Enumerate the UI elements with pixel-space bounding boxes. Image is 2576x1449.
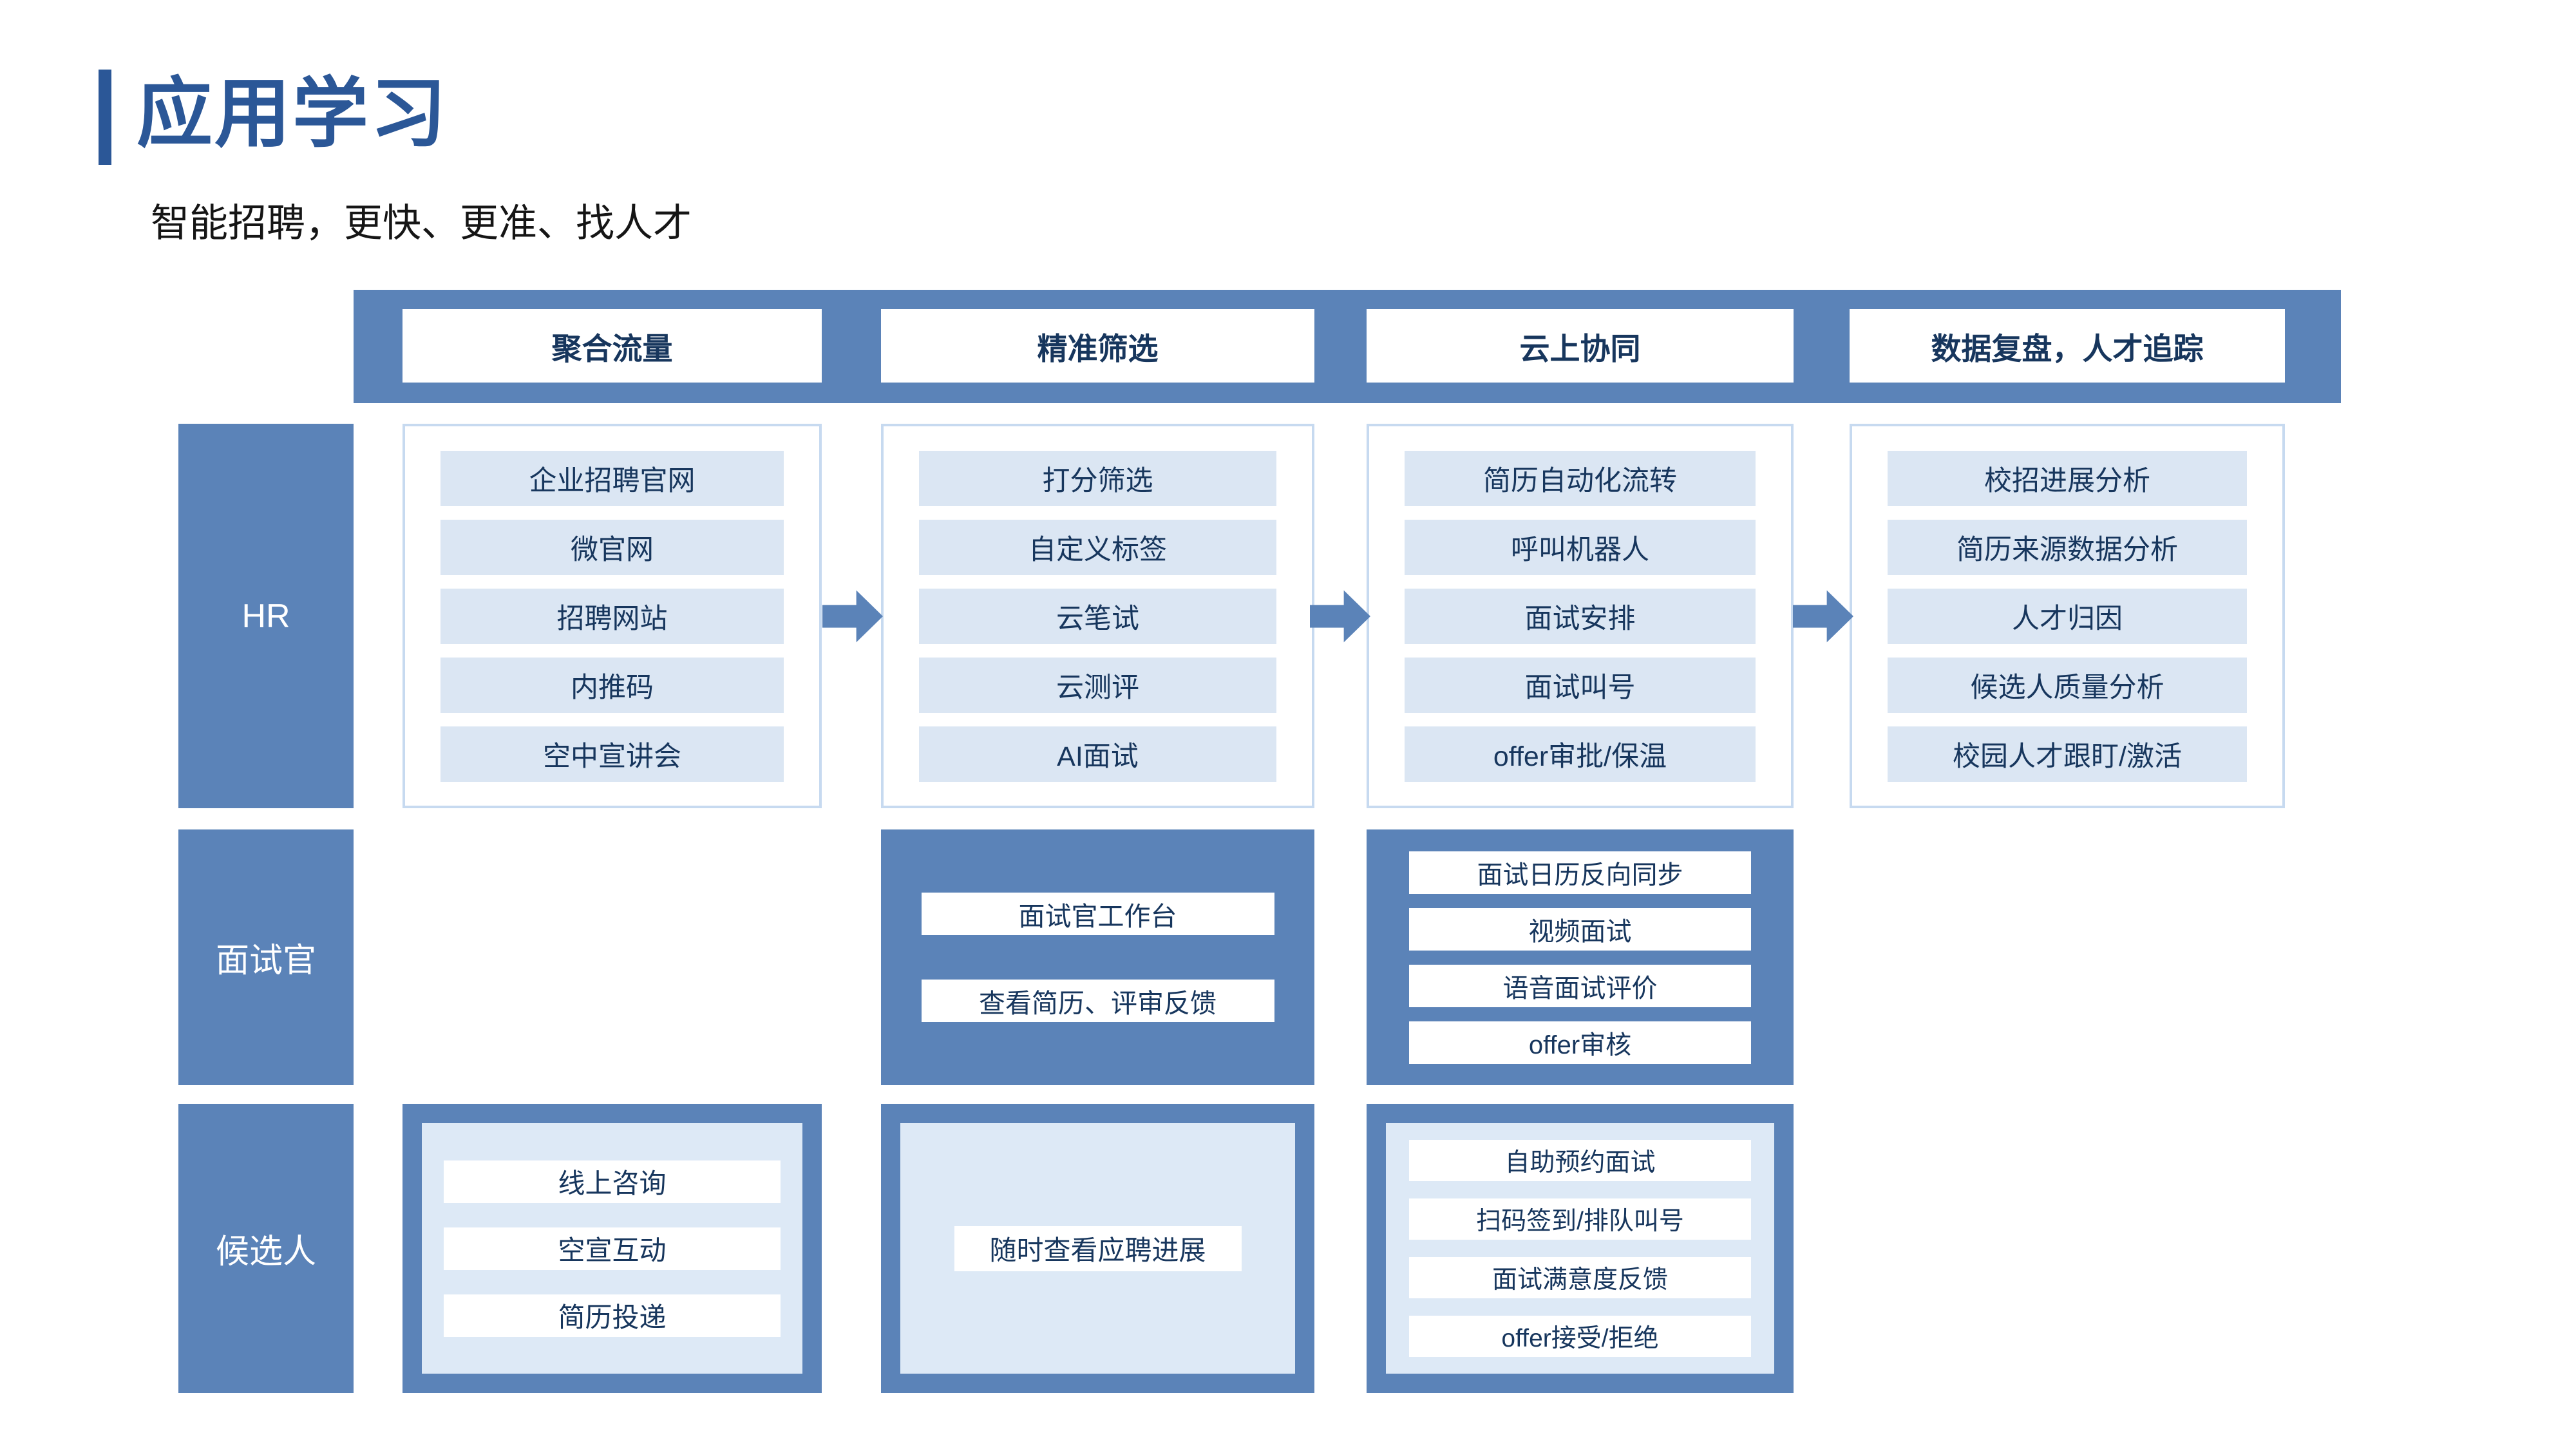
candidate-item: 线上咨询: [444, 1160, 781, 1203]
hr-item: 云测评: [919, 657, 1276, 713]
stage-header-traffic: 聚合流量: [402, 309, 822, 383]
candidate-item: 简历投递: [444, 1294, 781, 1337]
hr-item: 呼叫机器人: [1405, 519, 1756, 575]
candidate-inner-panel: 自助预约面试 扫码签到/排队叫号 面试满意度反馈 offer接受/拒绝: [1386, 1123, 1774, 1374]
interviewer-panel-screening: 面试官工作台 查看简历、评审反馈: [881, 829, 1314, 1085]
interviewer-item: 视频面试: [1409, 907, 1751, 951]
hr-item: offer审批/保温: [1405, 726, 1756, 782]
hr-panel-cloud-collab: 简历自动化流转 呼叫机器人 面试安排 面试叫号 offer审批/保温: [1367, 424, 1794, 808]
hr-item: 面试安排: [1405, 588, 1756, 644]
role-label-candidate: 候选人: [178, 1104, 354, 1393]
hr-item: 空中宣讲会: [440, 726, 784, 782]
hr-item: 云笔试: [919, 588, 1276, 644]
hr-item: 招聘网站: [440, 588, 784, 644]
hr-panel-screening: 打分筛选 自定义标签 云笔试 云测评 AI面试: [881, 424, 1314, 808]
candidate-item: offer接受/拒绝: [1409, 1316, 1751, 1357]
stage-header-cloud-collab: 云上协同: [1367, 309, 1794, 383]
hr-panel-analytics: 校招进展分析 简历来源数据分析 人才归因 候选人质量分析 校园人才跟盯/激活: [1850, 424, 2285, 808]
candidate-item: 面试满意度反馈: [1409, 1257, 1751, 1298]
interviewer-item: 面试官工作台: [921, 893, 1274, 935]
candidate-item: 随时查看应聘进展: [954, 1226, 1242, 1271]
page-title: 应用学习: [137, 71, 449, 156]
hr-item: 微官网: [440, 519, 784, 575]
hr-item: 简历自动化流转: [1405, 450, 1756, 506]
candidate-panel-cloud-collab: 自助预约面试 扫码签到/排队叫号 面试满意度反馈 offer接受/拒绝: [1367, 1104, 1794, 1393]
title-accent-bar: [99, 70, 111, 165]
candidate-inner-panel: 随时查看应聘进展: [900, 1123, 1295, 1374]
candidate-item: 扫码签到/排队叫号: [1409, 1198, 1751, 1240]
candidate-item: 自助预约面试: [1409, 1140, 1751, 1181]
hr-panel-traffic: 企业招聘官网 微官网 招聘网站 内推码 空中宣讲会: [402, 424, 822, 808]
role-label-interviewer: 面试官: [178, 829, 354, 1085]
hr-item: 校招进展分析: [1888, 450, 2247, 506]
candidate-panel-screening: 随时查看应聘进展: [881, 1104, 1314, 1393]
page-subtitle: 智能招聘，更快、更准、找人才: [151, 202, 692, 245]
hr-item: 简历来源数据分析: [1888, 519, 2247, 575]
flow-arrow-icon: [1310, 590, 1370, 643]
hr-item: 内推码: [440, 657, 784, 713]
hr-item: 候选人质量分析: [1888, 657, 2247, 713]
hr-item: 校园人才跟盯/激活: [1888, 726, 2247, 782]
hr-item: 面试叫号: [1405, 657, 1756, 713]
interviewer-item: offer审核: [1409, 1021, 1751, 1064]
hr-item: AI面试: [919, 726, 1276, 782]
flow-arrow-icon: [822, 590, 883, 643]
hr-item: 人才归因: [1888, 588, 2247, 644]
role-label-hr: HR: [178, 424, 354, 808]
stage-header-analytics: 数据复盘，人才追踪: [1850, 309, 2285, 383]
hr-item: 打分筛选: [919, 450, 1276, 506]
candidate-panel-traffic: 线上咨询 空宣互动 简历投递: [402, 1104, 822, 1393]
interviewer-item: 语音面试评价: [1409, 964, 1751, 1007]
flow-arrow-icon: [1793, 590, 1853, 643]
candidate-inner-panel: 线上咨询 空宣互动 简历投递: [422, 1123, 802, 1374]
hr-item: 企业招聘官网: [440, 450, 784, 506]
hr-item: 自定义标签: [919, 519, 1276, 575]
stage-header-screening: 精准筛选: [881, 309, 1314, 383]
interviewer-panel-cloud-collab: 面试日历反向同步 视频面试 语音面试评价 offer审核: [1367, 829, 1794, 1085]
candidate-item: 空宣互动: [444, 1227, 781, 1270]
interviewer-item: 面试日历反向同步: [1409, 851, 1751, 894]
interviewer-item: 查看简历、评审反馈: [921, 980, 1274, 1022]
